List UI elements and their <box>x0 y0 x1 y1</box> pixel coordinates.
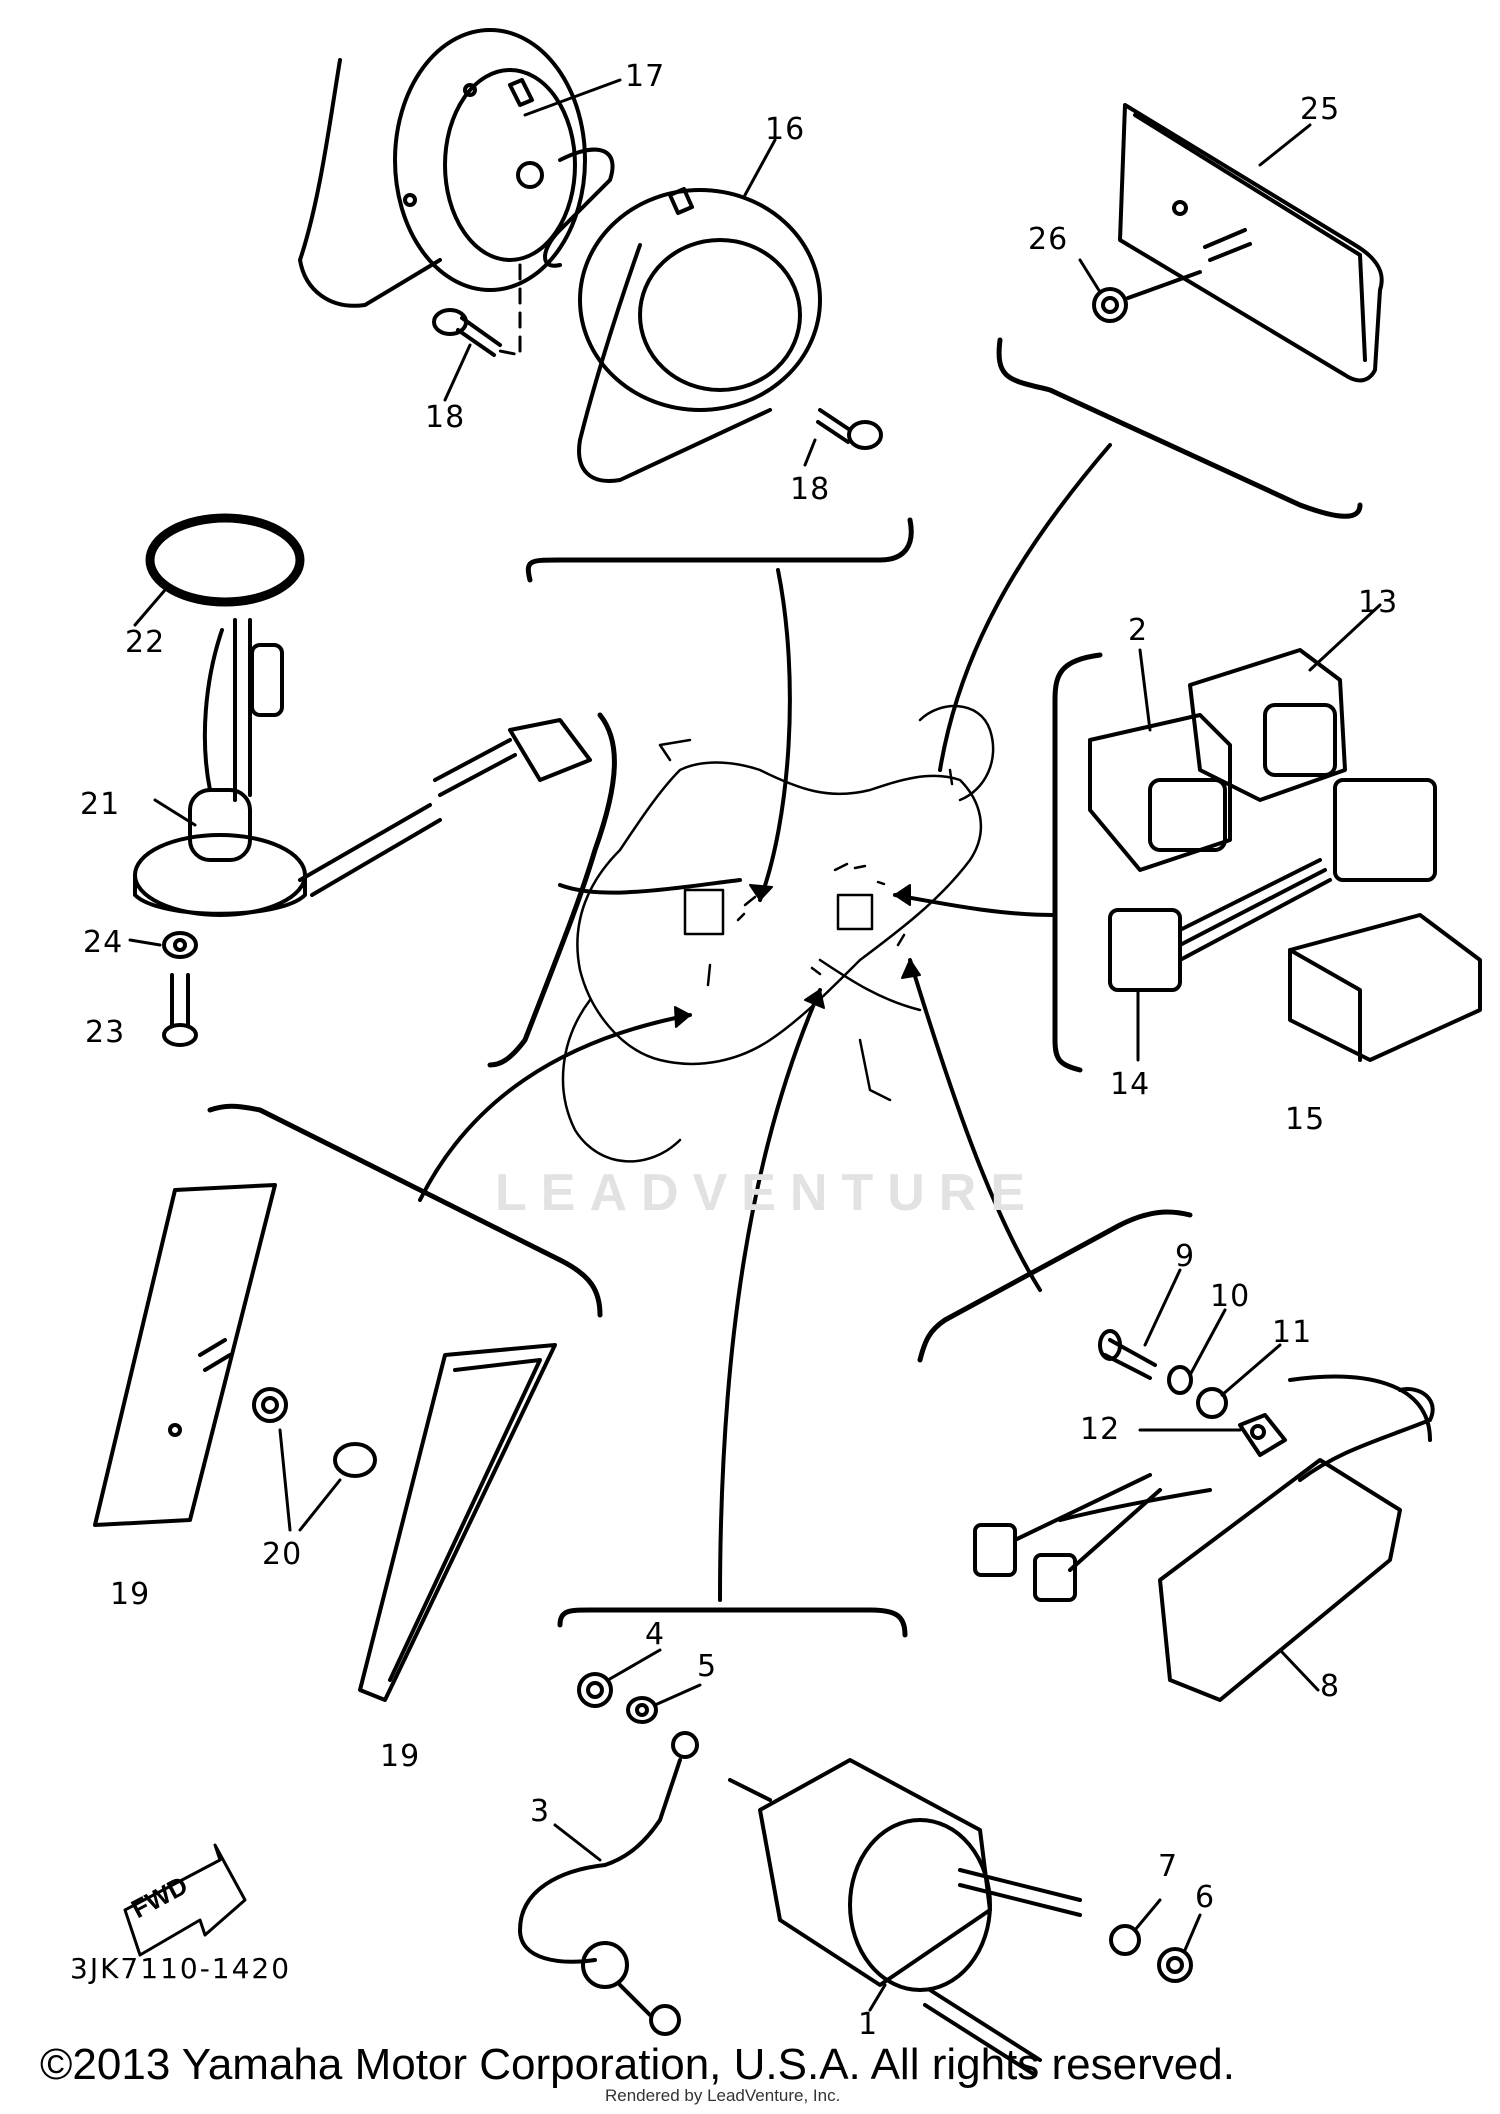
bolt-18b <box>816 408 883 450</box>
callout-3: 3 <box>530 1794 551 1829</box>
lead-3 <box>518 1731 699 2036</box>
nut-20-leaders <box>278 1428 342 1532</box>
callout-10: 10 <box>1210 1279 1251 1314</box>
group-brackets <box>207 337 1363 1638</box>
callout-12: 12 <box>1080 1412 1121 1447</box>
callout-13: 13 <box>1358 585 1399 620</box>
callout-19b: 19 <box>380 1739 421 1774</box>
horn-17-leader-dash <box>493 263 522 357</box>
callout-18a: 18 <box>425 400 466 435</box>
washer-5 <box>626 1696 658 1724</box>
callout-23: 23 <box>85 1015 126 1050</box>
reflector-19a <box>93 1183 277 1527</box>
screw-23 <box>162 973 198 1047</box>
washer-10 <box>1167 1365 1193 1395</box>
washer-11 <box>1196 1387 1228 1419</box>
callout-11: 11 <box>1272 1315 1313 1350</box>
regulator-8 <box>973 1374 1435 1702</box>
nut-6 <box>1157 1947 1193 1983</box>
bolt-9 <box>1098 1329 1157 1380</box>
unit-15 <box>1288 913 1482 1062</box>
callout-7: 7 <box>1158 1849 1179 1884</box>
callout-15: 15 <box>1285 1102 1326 1137</box>
bolt-18a <box>432 308 502 357</box>
nut-26 <box>1092 270 1202 323</box>
nut-20a <box>252 1387 288 1423</box>
relay-2 <box>1088 713 1232 872</box>
watermark: LEADVENTURE <box>495 1164 1040 1222</box>
collar-12 <box>1238 1413 1287 1457</box>
gasket-22 <box>145 513 305 607</box>
callout-6: 6 <box>1195 1880 1216 1915</box>
sender-21 <box>133 618 592 917</box>
callout-25: 25 <box>1300 92 1341 127</box>
reflector-25 <box>1118 103 1384 383</box>
fwd-arrow-icon <box>123 1843 247 1957</box>
callout-1: 1 <box>858 2007 879 2042</box>
washer-7 <box>1109 1924 1141 1956</box>
washer-24 <box>162 931 198 959</box>
callout-19a: 19 <box>110 1577 151 1612</box>
horn-16 <box>577 187 822 483</box>
callout-20: 20 <box>262 1537 303 1572</box>
callout-leaders <box>128 78 1382 2012</box>
relay-14 <box>1108 778 1437 992</box>
callout-24: 24 <box>83 925 124 960</box>
callout-9: 9 <box>1175 1239 1196 1274</box>
nut-4 <box>577 1672 613 1708</box>
leader-lines <box>418 443 1112 1602</box>
rendered-by-text: Rendered by LeadVenture, Inc. <box>605 2086 841 2105</box>
reflector-19b <box>358 1343 557 1702</box>
starter-relay-1 <box>728 1758 1082 2077</box>
callout-17: 17 <box>625 59 666 94</box>
callout-18b: 18 <box>790 472 831 507</box>
callout-21: 21 <box>80 787 121 822</box>
callout-4: 4 <box>645 1617 666 1652</box>
nut-20b <box>333 1442 377 1478</box>
callout-26: 26 <box>1028 222 1069 257</box>
callout-16: 16 <box>765 112 806 147</box>
copyright-text: ©2013 Yamaha Motor Corporation, U.S.A. A… <box>40 2040 1235 2089</box>
horn-17 <box>298 28 615 308</box>
callout-2: 2 <box>1128 613 1149 648</box>
relay-13 <box>1188 648 1347 802</box>
callout-8: 8 <box>1320 1669 1341 1704</box>
callout-22: 22 <box>125 625 166 660</box>
callout-14: 14 <box>1110 1067 1151 1102</box>
callout-5: 5 <box>697 1649 718 1684</box>
motorcycle-silhouette <box>561 704 995 1163</box>
diagram-code: 3JK7110-1420 <box>70 1952 292 1985</box>
